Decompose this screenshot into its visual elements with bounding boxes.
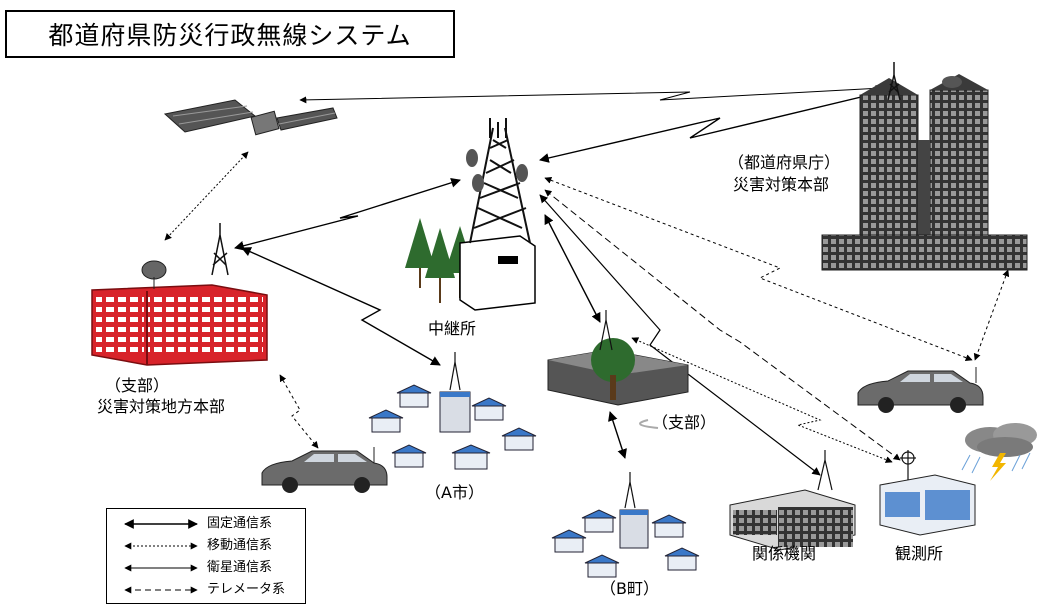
links — [164, 84, 1010, 476]
link-relay-observatory — [544, 189, 901, 461]
prefecture-hq-building-icon — [821, 62, 1028, 271]
link-satellite-prefecture — [299, 84, 883, 104]
related-org-label: 関係機関 — [752, 544, 817, 563]
city-a-houses-icon — [368, 352, 537, 470]
legend-item: 固定通信系 — [107, 515, 305, 533]
observatory-label: 観測所 — [895, 544, 944, 563]
town-b-label: （B町） — [600, 579, 659, 598]
link-branch-hq-city-a — [241, 247, 441, 366]
diagram-title: 都道府県防災行政無線システム — [5, 10, 455, 58]
link-satellite-branch-hq — [164, 151, 249, 241]
related-org-building-icon — [729, 450, 856, 551]
legend-line-dashed — [124, 586, 198, 594]
link-branch-hq-car — [279, 374, 319, 449]
branch-hq-label-1: （支部） — [105, 376, 170, 395]
link-branch-town-b — [608, 411, 627, 459]
legend-label: 固定通信系 — [207, 516, 273, 531]
legend-label: 移動通信系 — [207, 538, 273, 553]
link-prefecture-car — [973, 269, 1010, 361]
legend-label: 衛星通信系 — [207, 560, 273, 575]
legend-item: 衛星通信系 — [107, 559, 305, 577]
branch-label: （支部） — [652, 413, 717, 432]
link-relay-prefecture — [539, 89, 883, 163]
car-right-icon — [857, 367, 984, 413]
link-relay-related-org — [539, 194, 821, 476]
branch-hq-building-icon — [91, 223, 268, 366]
legend-item: テレメータ系 — [107, 581, 305, 599]
town-b-houses-icon — [551, 472, 700, 578]
branch-office-building-icon — [547, 310, 689, 429]
relay-tower-icon — [405, 118, 536, 311]
link-branch-observatory — [631, 337, 893, 463]
car-left-icon — [261, 447, 388, 493]
storm-cloud-icon — [961, 423, 1037, 481]
link-relay-branch-hq — [234, 177, 461, 251]
satellite-icon — [163, 99, 338, 136]
prefecture-hq-label-2: 災害対策本部 — [733, 175, 830, 194]
legend-label: テレメータ系 — [207, 582, 286, 597]
observatory-building-icon — [879, 450, 976, 536]
city-a-label: （A市） — [425, 483, 484, 502]
relay-label: 中継所 — [428, 319, 477, 338]
legend-item: 移動通信系 — [107, 537, 305, 555]
branch-hq-label-2: 災害対策地方本部 — [97, 397, 226, 416]
legend-line-solid — [124, 519, 198, 529]
prefecture-hq-label-1: （都道府県庁） — [728, 153, 841, 172]
legend: 固定通信系 移動通信系 衛星通信系 テレメータ系 — [106, 508, 306, 604]
legend-line-dotted — [124, 542, 198, 550]
legend-line-solid-thin — [124, 564, 198, 572]
